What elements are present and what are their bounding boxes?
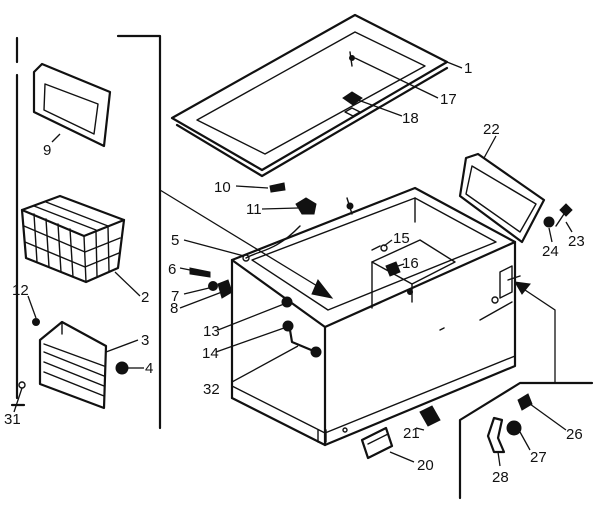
thermostat-part <box>371 244 413 295</box>
screw-part <box>32 318 40 326</box>
louver-panel <box>38 320 108 410</box>
callout-15: 15 <box>393 230 410 247</box>
divider-part <box>32 62 112 148</box>
callout-31: 31 <box>4 411 21 428</box>
callout-10: 10 <box>214 179 231 196</box>
screw-23-part <box>555 203 573 227</box>
knob-part <box>115 361 129 375</box>
callout-24: 24 <box>542 243 559 260</box>
lid-latch-part <box>342 91 363 106</box>
handle-part <box>342 426 394 460</box>
callout-32: 32 <box>203 381 220 398</box>
leader-lines <box>13 57 573 467</box>
callout-labels: 1 2 3 4 5 6 7 8 9 10 11 12 13 14 15 16 1… <box>4 60 585 486</box>
screw-6-part <box>189 267 211 278</box>
callout-8: 8 <box>170 300 178 317</box>
nut-24-part <box>543 216 555 228</box>
assembly-arrow-left <box>159 189 334 299</box>
callout-14: 14 <box>202 345 219 362</box>
callout-5: 5 <box>171 232 179 249</box>
drain-cap-part <box>281 296 293 308</box>
callout-6: 6 <box>168 261 176 278</box>
wire-basket <box>20 194 126 284</box>
callout-2: 2 <box>141 289 149 306</box>
callout-18: 18 <box>402 110 419 127</box>
drain-fitting-part <box>282 320 294 332</box>
gasket-tube <box>242 225 301 262</box>
access-panel <box>458 152 546 244</box>
callout-26: 26 <box>566 426 583 443</box>
callout-20: 20 <box>417 457 434 474</box>
right-panel-frame <box>458 381 594 500</box>
callout-23: 23 <box>568 233 585 250</box>
callout-9: 9 <box>43 142 51 159</box>
drain-tube-part <box>288 328 322 358</box>
lid-stop-part <box>349 51 355 67</box>
callout-4: 4 <box>145 360 153 377</box>
callout-1: 1 <box>464 60 472 77</box>
clip-part <box>18 381 26 389</box>
grommet-8-part <box>217 279 233 299</box>
callout-13: 13 <box>203 323 220 340</box>
hinge-part <box>295 197 354 215</box>
lid <box>170 13 449 178</box>
callout-17: 17 <box>440 91 457 108</box>
leveling-leg-part <box>419 405 441 427</box>
callout-22: 22 <box>483 121 500 138</box>
callout-27: 27 <box>530 449 547 466</box>
screw-26-part <box>517 393 533 411</box>
callout-12: 12 <box>12 282 29 299</box>
washer-7-part <box>208 281 218 291</box>
callout-11: 11 <box>246 201 262 218</box>
assembly-arrow-right <box>514 281 556 383</box>
freezer-cabinet <box>230 186 521 447</box>
bolt-part <box>269 182 286 193</box>
callout-21: 21 <box>403 425 420 442</box>
callout-3: 3 <box>141 332 149 349</box>
callout-16: 16 <box>402 255 419 272</box>
left-panel-frame <box>10 34 162 430</box>
knob-27-part <box>506 420 522 436</box>
callout-28: 28 <box>492 469 509 486</box>
callout-7: 7 <box>171 288 179 305</box>
bracket-28-part <box>486 416 506 454</box>
